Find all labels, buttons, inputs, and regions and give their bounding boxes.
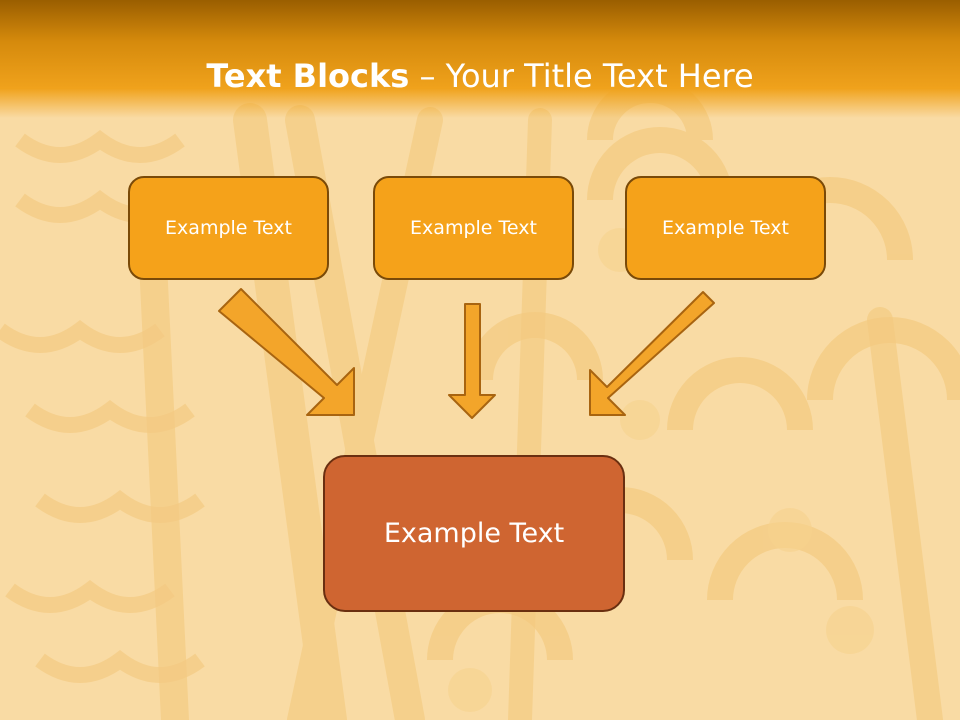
text-block-left[interactable]: Example Text [128,176,329,280]
text-block-center-label: Example Text [410,217,537,239]
title-bold-text: Text Blocks [206,57,410,95]
arrow-left-icon [218,288,355,416]
text-block-right[interactable]: Example Text [625,176,826,280]
text-block-center[interactable]: Example Text [373,176,574,280]
text-block-main[interactable]: Example Text [323,455,625,612]
arrow-down-icon [448,303,496,419]
text-block-main-label: Example Text [383,518,565,549]
text-block-right-label: Example Text [662,217,789,239]
title-separator: – [409,57,446,95]
slide-title: Text Blocks – Your Title Text Here [0,54,960,98]
arrow-right-icon [589,291,715,416]
text-block-left-label: Example Text [165,217,292,239]
title-rest-text: Your Title Text Here [445,57,754,95]
title-bar [0,0,960,118]
